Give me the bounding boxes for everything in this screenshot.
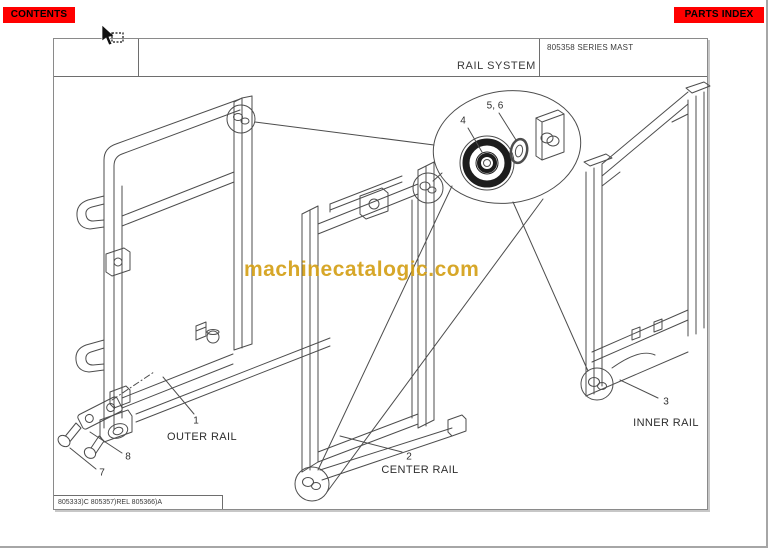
outer-rail-label: OUTER RAIL (166, 431, 238, 443)
contents-button[interactable]: CONTENTS (3, 7, 75, 23)
inner-rail-label: INNER RAIL (633, 417, 699, 429)
page-title: RAIL SYSTEM (457, 60, 536, 72)
header-rule-line (54, 76, 707, 77)
revision-code-box: 805333)C 805357)REL 805366)A (54, 495, 223, 509)
parts-index-button[interactable]: PARTS INDEX (674, 7, 764, 23)
series-mast-label: 805358 SERIES MAST (547, 43, 634, 52)
callout-number-1: 1 (193, 415, 199, 427)
callout-number-4: 4 (460, 115, 466, 127)
watermark: machinecatalogic.com (244, 258, 480, 281)
header-divider-line (138, 39, 139, 76)
callout-number-8: 8 (125, 451, 131, 463)
callout-number-7: 7 (99, 467, 105, 479)
callout-number-2: 2 (406, 451, 412, 463)
revision-code: 805333)C 805357)REL 805366)A (58, 499, 163, 506)
callout-number-5-6: 5, 6 (486, 100, 504, 112)
center-rail-label: CENTER RAIL (381, 464, 459, 476)
series-mast-box: 805358 SERIES MAST (539, 39, 707, 76)
callout-number-3: 3 (663, 396, 669, 408)
